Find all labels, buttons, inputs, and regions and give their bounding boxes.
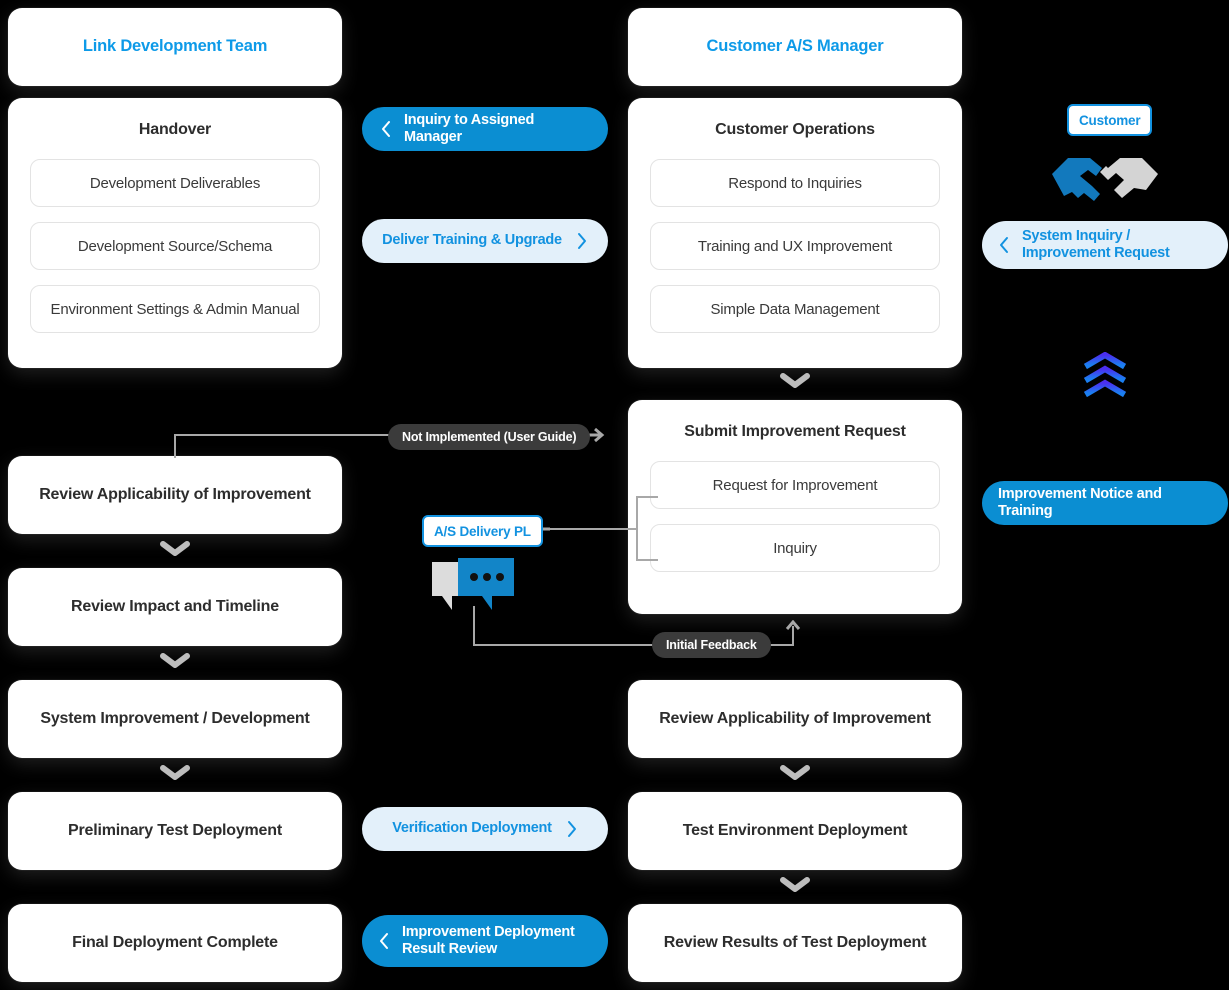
list-item[interactable]: Training and UX Improvement bbox=[650, 222, 940, 271]
chevron-down-icon bbox=[160, 764, 190, 780]
tag-initial-feedback: Initial Feedback bbox=[652, 632, 771, 658]
pill-label: Inquiry to Assigned Manager bbox=[404, 111, 535, 145]
step-label: Test Environment Deployment bbox=[682, 822, 908, 840]
list-item[interactable]: Request for Improvement bbox=[650, 461, 940, 510]
list-item[interactable]: Simple Data Management bbox=[650, 285, 940, 334]
handshake-icon bbox=[1050, 146, 1160, 206]
chevron-right-icon bbox=[566, 820, 578, 838]
chevron-left-icon bbox=[378, 932, 390, 950]
step-label: Review Applicability of Improvement bbox=[39, 486, 311, 504]
group-title: Customer Operations bbox=[715, 121, 875, 138]
step-card-review-results-test-deployment[interactable]: Review Results of Test Deployment bbox=[628, 904, 962, 982]
chevron-down-icon bbox=[780, 876, 810, 892]
step-card-preliminary-test-deployment[interactable]: Preliminary Test Deployment bbox=[8, 792, 342, 870]
role-card-customer-as-manager[interactable]: Customer A/S Manager bbox=[628, 8, 962, 86]
connector-line bbox=[770, 644, 794, 646]
pill-deliver-training-upgrade[interactable]: Deliver Training & Upgrade bbox=[362, 219, 608, 263]
connector-line bbox=[174, 434, 484, 436]
badge-as-delivery-pl: A/S Delivery PL bbox=[422, 515, 543, 547]
pill-improvement-deployment-result-review[interactable]: Improvement Deployment Result Review bbox=[362, 915, 608, 967]
tag-not-implemented: Not Implemented (User Guide) bbox=[388, 424, 591, 450]
role-title: Link Development Team bbox=[82, 37, 268, 56]
chevron-down-icon bbox=[780, 372, 810, 388]
arrow-up-icon bbox=[785, 620, 801, 636]
connector-line bbox=[636, 496, 658, 498]
connector-line bbox=[473, 606, 475, 646]
pill-improvement-notice-and-training[interactable]: Improvement Notice and Training bbox=[982, 481, 1228, 525]
step-card-system-improvement[interactable]: System Improvement / Development bbox=[8, 680, 342, 758]
group-card-submit-improvement-request[interactable]: Submit Improvement Request Request for I… bbox=[628, 400, 962, 614]
pill-label: Verification Deployment bbox=[392, 820, 552, 837]
pill-label: Improvement Notice and Training bbox=[998, 485, 1162, 519]
chat-bubbles-icon bbox=[430, 556, 516, 616]
pill-label: Improvement Deployment Result Review bbox=[402, 923, 575, 957]
pill-label-line1: System Inquiry / bbox=[1022, 227, 1131, 244]
chevron-down-icon bbox=[160, 540, 190, 556]
group-title: Submit Improvement Request bbox=[684, 423, 906, 440]
list-item[interactable]: Inquiry bbox=[650, 524, 940, 573]
step-card-test-environment-deployment[interactable]: Test Environment Deployment bbox=[628, 792, 962, 870]
step-label: System Improvement / Development bbox=[40, 710, 310, 728]
group-card-handover[interactable]: Handover Development Deliverables Develo… bbox=[8, 98, 342, 368]
pill-system-inquiry-improvement-request[interactable]: System Inquiry / Improvement Request bbox=[982, 221, 1228, 269]
connector-line bbox=[542, 528, 638, 530]
connector-line bbox=[792, 626, 794, 646]
list-item[interactable]: Respond to Inquiries bbox=[650, 159, 940, 208]
connector-line bbox=[174, 434, 176, 458]
connector-line bbox=[636, 559, 658, 561]
step-card-review-impact-timeline[interactable]: Review Impact and Timeline bbox=[8, 568, 342, 646]
chevrons-up-icon bbox=[1082, 352, 1128, 398]
chevron-down-icon bbox=[780, 764, 810, 780]
step-label: Review Impact and Timeline bbox=[71, 598, 279, 616]
list-item[interactable]: Environment Settings & Admin Manual bbox=[30, 285, 320, 334]
step-label: Preliminary Test Deployment bbox=[68, 822, 282, 840]
step-label: Review Results of Test Deployment bbox=[663, 934, 927, 952]
role-card-link-development-team[interactable]: Link Development Team bbox=[8, 8, 342, 86]
chevron-left-icon bbox=[998, 236, 1010, 254]
step-card-review-applicability-right[interactable]: Review Applicability of Improvement bbox=[628, 680, 962, 758]
group-card-customer-operations[interactable]: Customer Operations Respond to Inquiries… bbox=[628, 98, 962, 368]
chevron-left-icon bbox=[380, 120, 392, 138]
step-card-review-applicability-left[interactable]: Review Applicability of Improvement bbox=[8, 456, 342, 534]
pill-verification-deployment[interactable]: Verification Deployment bbox=[362, 807, 608, 851]
role-title: Customer A/S Manager bbox=[706, 37, 884, 56]
chevron-right-icon bbox=[576, 232, 588, 250]
list-item[interactable]: Development Deliverables bbox=[30, 159, 320, 208]
step-label: Final Deployment Complete bbox=[72, 934, 278, 952]
pill-inquiry-to-assigned-manager[interactable]: Inquiry to Assigned Manager bbox=[362, 107, 608, 151]
step-label: Review Applicability of Improvement bbox=[659, 710, 931, 728]
pill-label: Deliver Training & Upgrade bbox=[382, 232, 562, 249]
connector-line bbox=[473, 644, 663, 646]
badge-customer: Customer bbox=[1067, 104, 1153, 136]
pill-label-line2: Improvement Request bbox=[1022, 245, 1170, 261]
group-title: Handover bbox=[138, 121, 212, 138]
step-card-final-deployment-complete[interactable]: Final Deployment Complete bbox=[8, 904, 342, 982]
list-item[interactable]: Development Source/Schema bbox=[30, 222, 320, 271]
chevron-down-icon bbox=[160, 652, 190, 668]
